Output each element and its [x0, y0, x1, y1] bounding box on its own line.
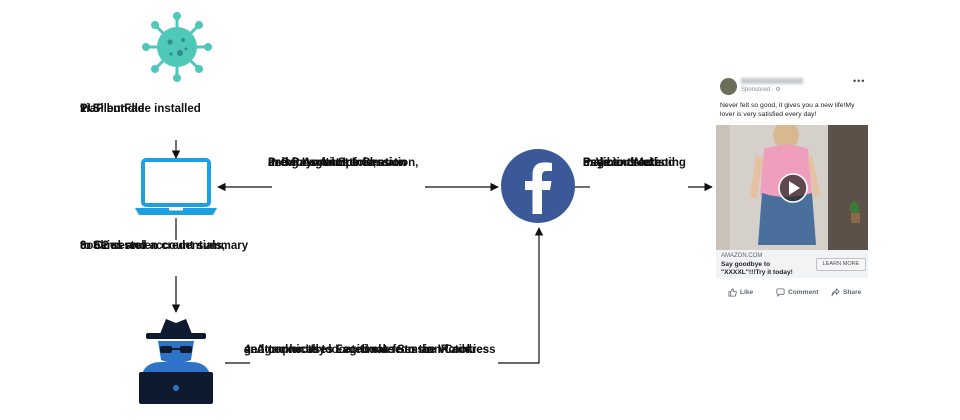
- share-icon: [831, 288, 840, 297]
- comment-button[interactable]: Comment: [776, 288, 818, 297]
- page-avatar[interactable]: [720, 78, 737, 95]
- malicious-ad-post: Sponsored · ⚙ ••• Never felt so good, it…: [713, 72, 869, 308]
- step-5-line-4: used to create: [583, 157, 661, 169]
- ad-caption: Never felt so good, it gives you a new l…: [720, 102, 855, 118]
- ad-headline: Say goodbye to "XXXXL"!!!Try it today!: [721, 261, 793, 276]
- step-3-line-1: 3. Send stolen credentials,: [80, 240, 226, 252]
- sponsored-label: Sponsored · ⚙: [741, 87, 781, 93]
- step-2-line-2: Previous Ad Spend,: [268, 157, 377, 169]
- step-1-line-1: 1. SilentFade installed: [80, 103, 201, 115]
- comment-label: Comment: [788, 289, 819, 296]
- step-4-line-2: and connects to Facebook from an IP addr…: [244, 344, 496, 356]
- ad-video[interactable]: [716, 125, 868, 250]
- hacker-spy-icon: [139, 319, 213, 404]
- like-button[interactable]: Like: [728, 288, 753, 297]
- post-actions: Like Comment Share: [716, 286, 868, 300]
- step-2-line-3: and Payment Information: [268, 157, 407, 169]
- comment-icon: [776, 288, 785, 297]
- step-2-line-4: using Legitimate Session: [268, 157, 407, 169]
- step-2-line-1: 2. Get Account Information,: [268, 157, 419, 169]
- share-button[interactable]: Share: [831, 288, 861, 297]
- more-options-icon[interactable]: •••: [853, 76, 866, 86]
- play-button-icon[interactable]: [778, 173, 808, 203]
- laptop-icon: [135, 158, 217, 215]
- thumbs-up-icon: [728, 288, 737, 297]
- ad-domain: AMAZON.COM: [721, 253, 763, 259]
- virus-icon: [142, 12, 212, 82]
- arrow-hacker-to-facebook: [498, 227, 544, 364]
- step-3-line-2: cookies and account summary: [80, 240, 249, 252]
- step-1-line-3: PUP bundle: [80, 103, 145, 115]
- ad-link-preview[interactable]: AMAZON.COM Say goodbye to "XXXXL"!!!Try …: [716, 250, 868, 278]
- share-label: Share: [843, 289, 862, 296]
- step-4-line-1: 4. Attacker Uses Legitimate Session Cook…: [244, 344, 490, 356]
- step-5-line-3: Payment Method: [583, 157, 676, 169]
- step-3-line-3: to C2 server: [80, 240, 147, 252]
- facebook-logo-icon: [501, 149, 575, 223]
- step-5-line-2: Page and: [583, 157, 635, 169]
- step-1-line-2: via: [80, 103, 96, 115]
- learn-more-button[interactable]: LEARN MORE: [816, 258, 866, 271]
- page-name-redacted[interactable]: [741, 78, 803, 84]
- step-5-line-1: 5. Victim's existing: [583, 157, 686, 169]
- step-4-line-3: geographically located close to the vict…: [244, 344, 473, 356]
- step-5-line-5: malicious ad: [583, 157, 653, 169]
- like-label: Like: [740, 289, 754, 296]
